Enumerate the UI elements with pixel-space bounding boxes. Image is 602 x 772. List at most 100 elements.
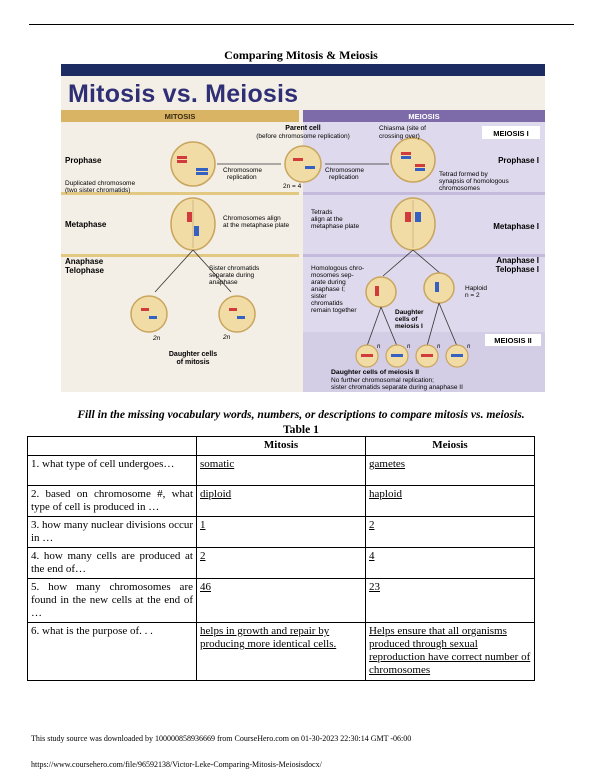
align-1: Chromosomes align bbox=[223, 215, 281, 222]
tetrad-1 bbox=[401, 152, 411, 155]
table-row: 5. how many chromosomes are found in the… bbox=[27, 578, 535, 623]
two-n-left: 2n bbox=[152, 335, 161, 342]
table-row: 6. what is the purpose of. . . helps in … bbox=[27, 622, 535, 681]
m2d1-chrom bbox=[361, 354, 373, 357]
diagram-svg: MITOSIS MEIOSIS Parent cell (before chro… bbox=[61, 110, 545, 392]
tetrad-4 bbox=[415, 168, 425, 171]
homolog-1: Homologous chro- bbox=[311, 265, 364, 272]
tetrad-formed-1: Tetrad formed by bbox=[439, 171, 489, 178]
question-cell: 4. how many cells are produced at the en… bbox=[27, 547, 197, 579]
d1-chrom-2 bbox=[149, 316, 157, 319]
meiosis-answer: 2 bbox=[365, 516, 535, 548]
mitosis-answer-text: diploid bbox=[200, 488, 232, 500]
chrom-2 bbox=[177, 160, 187, 163]
header-meiosis: Meiosis bbox=[365, 436, 535, 456]
duplicated-2: (two sister chromatids) bbox=[65, 187, 130, 194]
parent-cell-sub: (before chromosome replication) bbox=[256, 133, 350, 140]
chrom-rep-right-1: Chromosome bbox=[325, 167, 364, 174]
daughter-mitosis-1: Daughter cells bbox=[169, 351, 217, 358]
meiosis-prophase-cell bbox=[390, 137, 436, 183]
footer-download-note: This study source was downloaded by 1000… bbox=[31, 734, 412, 743]
mitosis-answer: 2 bbox=[196, 547, 366, 579]
meiosis-answer-text: haploid bbox=[369, 488, 402, 500]
tetrads-1: Tetrads bbox=[311, 209, 333, 216]
meiosis-answer: Helps ensure that all organisms produced… bbox=[365, 622, 535, 681]
label-telophase-i: Telophase I bbox=[496, 265, 539, 274]
figure-heading: Mitosis vs. Meiosis bbox=[68, 80, 299, 108]
align-2: at the metaphase plate bbox=[223, 222, 290, 229]
meiosis-answer: 4 bbox=[365, 547, 535, 579]
header-mitosis: Mitosis bbox=[196, 436, 366, 456]
daughter-m1-3: meiosis I bbox=[395, 323, 423, 330]
homolog-2: mosomes sep- bbox=[311, 272, 354, 279]
homolog-6: chromatids bbox=[311, 300, 344, 307]
chrom-rep-right-2: replication bbox=[329, 174, 359, 181]
n-4: n bbox=[467, 344, 471, 350]
band-prophase-i-end bbox=[303, 192, 545, 195]
table-header-row: Mitosis Meiosis bbox=[27, 436, 535, 456]
meta-i-chrom-2 bbox=[415, 212, 421, 222]
sister-2: separate during bbox=[209, 272, 255, 279]
n-3: n bbox=[437, 344, 441, 350]
parent-chrom-red bbox=[293, 158, 303, 161]
mitosis-answer: helps in growth and repair by producing … bbox=[196, 622, 366, 681]
arrow-daughter-left bbox=[154, 249, 194, 293]
d2-chrom-1 bbox=[229, 308, 237, 311]
document-title: Comparing Mitosis & Meiosis bbox=[224, 48, 378, 62]
arrow-m2-4 bbox=[438, 302, 458, 347]
meiosis-header-band bbox=[303, 110, 545, 122]
mitosis-answer-text: helps in growth and repair by producing … bbox=[200, 625, 337, 650]
mitosis-answer-text: 2 bbox=[200, 550, 206, 562]
top-rule bbox=[29, 24, 574, 25]
label-prophase: Prophase bbox=[65, 156, 102, 165]
tetrad-formed-3: chromosomes bbox=[439, 185, 481, 192]
homolog-5: sister bbox=[311, 293, 327, 300]
question-cell: 1. what type of cell undergoes… bbox=[27, 455, 197, 486]
sister-anaphase2: sister chromatids separate during anapha… bbox=[331, 384, 463, 391]
no-further: No further chromosomal replication; bbox=[331, 377, 434, 384]
question-cell: 6. what is the purpose of. . . bbox=[27, 622, 197, 681]
sister-3: anaphase bbox=[209, 279, 238, 286]
band-metaphase-end bbox=[61, 254, 299, 257]
meiosis-answer-text: gametes bbox=[369, 458, 406, 470]
table-caption: Table 1 bbox=[283, 423, 319, 436]
label-anaphase: Anaphase bbox=[65, 257, 104, 266]
table-row: 3. how many nuclear divisions occur in …… bbox=[27, 516, 535, 548]
mitosis-answer-text: 1 bbox=[200, 519, 206, 531]
parent-cell bbox=[284, 145, 322, 183]
meiosis-answer-text: 23 bbox=[369, 581, 380, 593]
meiosis-answer: haploid bbox=[365, 485, 535, 517]
n-1: n bbox=[377, 344, 381, 350]
meta-chrom-1 bbox=[187, 212, 192, 222]
arrow-m2-2 bbox=[380, 306, 398, 347]
question-cell: 3. how many nuclear divisions occur in … bbox=[27, 516, 197, 548]
mitosis-meiosis-figure: MITOSIS MEIOSIS Parent cell (before chro… bbox=[61, 64, 545, 392]
m2d4-chrom bbox=[451, 354, 463, 357]
chrom-1 bbox=[177, 156, 187, 159]
meiosis1-daughter-1 bbox=[365, 276, 397, 308]
arrow-daughter-right bbox=[192, 249, 232, 293]
table-row: 2. based on chromosome #, what type of c… bbox=[27, 485, 535, 517]
mitosis-answer: somatic bbox=[196, 455, 366, 486]
m2d2-chrom bbox=[391, 354, 403, 357]
d1-chrom-1 bbox=[141, 308, 149, 311]
chiasma-2: crossing over) bbox=[379, 133, 420, 140]
meiosis1-badge-box bbox=[482, 126, 540, 139]
homolog-4: anaphase I; bbox=[311, 286, 345, 293]
n-2: n bbox=[407, 344, 411, 350]
haploid-2: n = 2 bbox=[465, 292, 480, 299]
meiosis2-badge-box bbox=[485, 334, 541, 346]
mitosis-daughter-2 bbox=[218, 295, 256, 333]
arrow-m2-3 bbox=[426, 302, 440, 347]
meta-chrom-2 bbox=[194, 226, 199, 236]
arrow-m1-left bbox=[382, 249, 414, 277]
daughter-m1-2: cells of bbox=[395, 316, 418, 323]
footer-url[interactable]: https://www.coursehero.com/file/96592138… bbox=[31, 760, 322, 769]
mitosis-answer-text: somatic bbox=[200, 458, 235, 470]
question-cell: 5. how many chromosomes are found in the… bbox=[27, 578, 197, 623]
label-metaphase-i: Metaphase I bbox=[493, 222, 539, 231]
m2d3-chrom bbox=[421, 354, 433, 357]
homolog-7: remain together bbox=[311, 307, 357, 314]
meiosis-answer-text: 4 bbox=[369, 550, 375, 562]
duplicated-1: Duplicated chromosome bbox=[65, 180, 135, 187]
